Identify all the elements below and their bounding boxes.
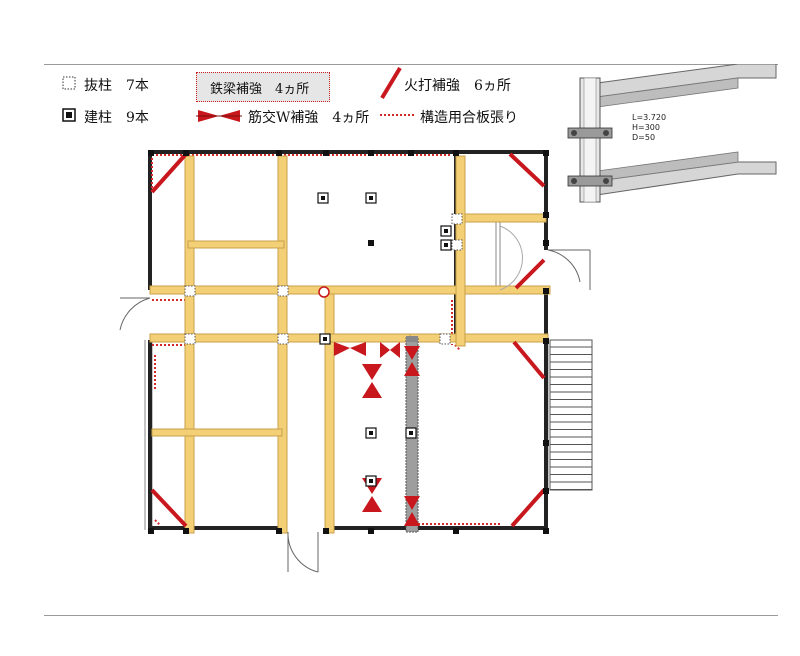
new-post (365, 192, 377, 204)
timber-beam (409, 333, 549, 343)
fire-brace (150, 152, 188, 194)
plywood-line-icon (380, 114, 416, 116)
sheet-border (44, 64, 778, 616)
timber-beam (151, 428, 283, 437)
steel-beam-legend-box (196, 72, 330, 102)
existing-posts (148, 150, 549, 534)
interior-thin-walls (144, 222, 549, 530)
steel-beam-illustration (567, 64, 777, 203)
new-post (317, 192, 329, 204)
stair-treads (550, 346, 592, 490)
door-swings (119, 225, 591, 573)
removed-posts (184, 213, 463, 345)
new-post (365, 475, 377, 487)
legend-steel-beam: 鉄梁補強 4ヵ所 (210, 82, 310, 97)
new-post (405, 427, 417, 439)
legend-plywood: 構造用合板張り (420, 110, 518, 126)
new-post-icon (62, 108, 76, 122)
fire-brace (508, 152, 546, 188)
fire-brace (150, 488, 188, 528)
spec-depth: D=50 (632, 133, 656, 142)
legend-new-post: 建柱 9本 (84, 110, 149, 126)
spec-length: L=3.720 (632, 113, 667, 122)
fire-braces (150, 152, 546, 528)
timber-beam (149, 285, 551, 295)
new-post (440, 239, 452, 251)
timber-beams (149, 155, 551, 534)
timber-beam (459, 213, 547, 223)
new-post (319, 333, 331, 345)
removed-post-icon (62, 76, 76, 90)
new-post (440, 225, 452, 237)
new-post (318, 286, 330, 298)
fire-brace (514, 258, 546, 290)
legend-fire-brace: 火打補強 6ヵ所 (404, 78, 511, 94)
brace-w-icon (196, 110, 242, 122)
new-post (365, 427, 377, 439)
timber-beam (324, 289, 335, 534)
new-posts (317, 192, 452, 487)
spec-height: H=300 (632, 123, 660, 132)
timber-beam (187, 240, 285, 249)
fire-brace-icon (380, 66, 402, 100)
timber-beam (455, 155, 466, 347)
fire-brace (510, 488, 546, 528)
legend-removed-post: 抜柱 7本 (84, 78, 149, 94)
legend-brace-w: 筋交W補強 4ヵ所 (248, 110, 370, 126)
fire-brace (512, 340, 546, 380)
